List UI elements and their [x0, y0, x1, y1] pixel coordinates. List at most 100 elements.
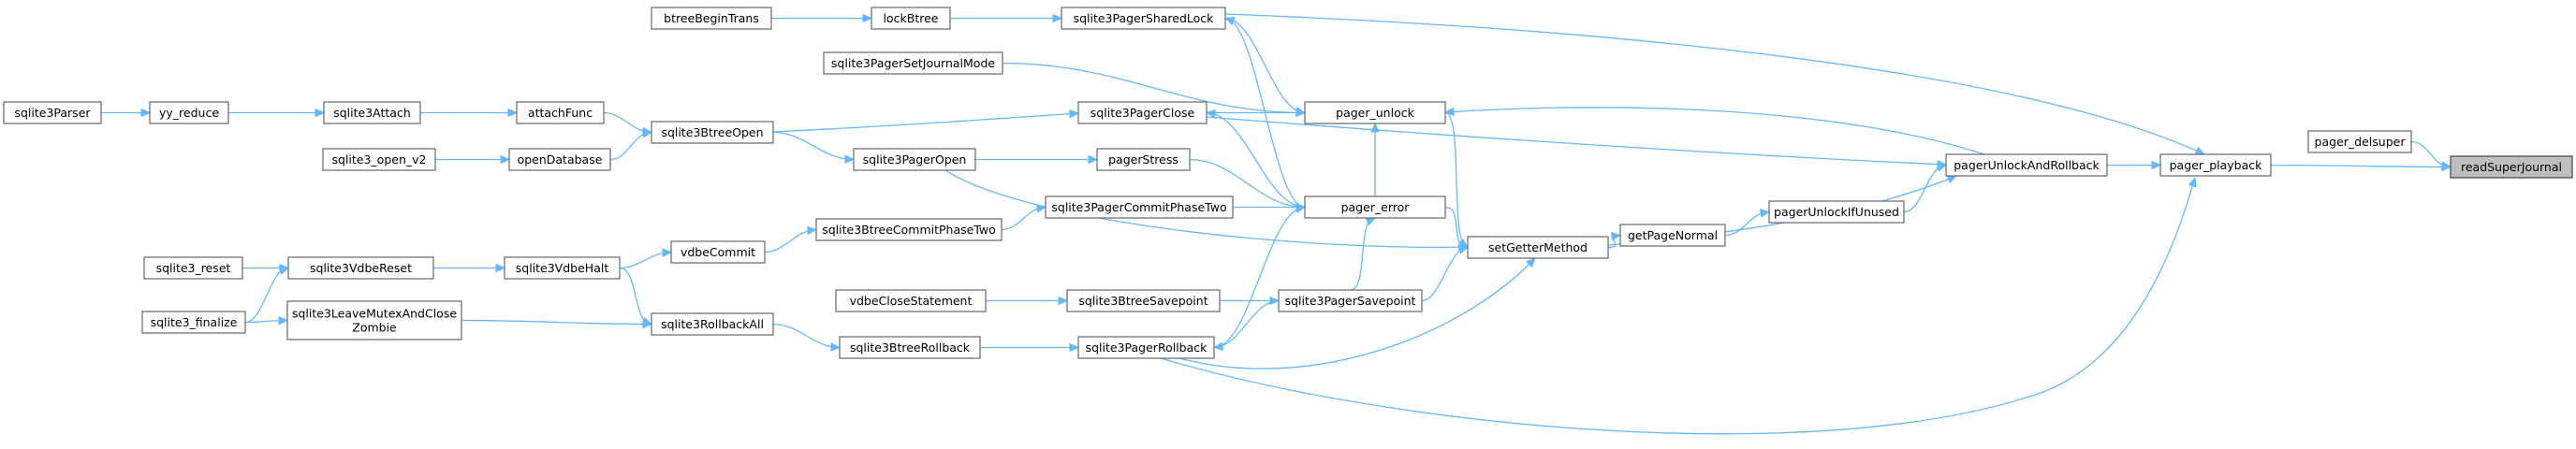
node-label: vdbeCommit — [681, 245, 755, 259]
node-sqlite3_open_v2[interactable]: sqlite3_open_v2 — [322, 148, 436, 171]
node-box — [2159, 153, 2272, 177]
edge-sqlite3LeaveMutexAndCloseZombie-to-sqlite3RollbackAll — [461, 319, 652, 326]
node-label: sqlite3BtreeRollback — [850, 340, 971, 355]
node-pager_unlock[interactable]: pager_unlock — [1304, 101, 1446, 124]
node-sqlite3PagerSavepoint[interactable]: sqlite3PagerSavepoint — [1278, 289, 1423, 312]
arrowhead — [315, 108, 326, 118]
node-sqlite3BtreeRollback[interactable]: sqlite3BtreeRollback — [839, 336, 981, 359]
arrowhead — [1611, 231, 1622, 241]
node-box — [286, 300, 462, 340]
node-sqlite3RollbackAll[interactable]: sqlite3RollbackAll — [651, 312, 774, 336]
node-pager_delsuper[interactable]: pager_delsuper — [2307, 130, 2412, 153]
node-lockBtree[interactable]: lockBtree — [871, 7, 951, 30]
node-vdbeCommit[interactable]: vdbeCommit — [670, 240, 766, 264]
node-box — [2307, 130, 2412, 153]
node-box — [1066, 289, 1221, 312]
arrowhead — [1370, 122, 1380, 133]
node-btreeBeginTrans[interactable]: btreeBeginTrans — [651, 7, 772, 30]
node-box — [823, 51, 1003, 75]
node-box — [322, 148, 436, 171]
edge-sqlite3PagerSavepoint-to-pager_error — [1350, 217, 1376, 291]
node-box — [516, 101, 605, 124]
node-readSuperJournal[interactable]: readSuperJournal — [2450, 155, 2573, 179]
node-box — [839, 336, 981, 359]
node-label: setGetterMethod — [1488, 240, 1588, 254]
node-box — [1619, 224, 1726, 247]
edge-sqlite3PagerRollback-to-pager_playback — [1160, 177, 2196, 435]
node-label: Zombie — [352, 321, 397, 335]
node-pagerStress[interactable]: pagerStress — [1096, 148, 1191, 171]
node-box — [1278, 289, 1423, 312]
node-sqlite3PagerSetJournalMode[interactable]: sqlite3PagerSetJournalMode — [823, 51, 1003, 75]
arrowhead — [1205, 109, 1216, 119]
node-box — [141, 311, 246, 334]
edge-sqlite3_finalize-to-sqlite3VdbeReset — [244, 267, 289, 324]
node-sqlite3PagerSharedLock[interactable]: sqlite3PagerSharedLock — [1061, 7, 1226, 30]
arrowhead — [2441, 162, 2452, 172]
node-pagerUnlockAndRollback[interactable]: pagerUnlockAndRollback — [1945, 153, 2108, 177]
edge-sqlite3RollbackAll-to-sqlite3BtreeRollback — [772, 323, 841, 349]
arrowhead — [1443, 107, 1455, 117]
node-sqlite3PagerClose[interactable]: sqlite3PagerClose — [1077, 101, 1208, 124]
edge-pager_error-to-sqlite3PagerSharedLock — [1224, 17, 1306, 209]
arrowhead — [807, 225, 818, 236]
node-label: sqlite3PagerOpen — [863, 152, 967, 167]
arrowhead — [1069, 342, 1080, 353]
edge-sqlite3PagerRollback-to-pager_error — [1213, 206, 1306, 349]
node-openDatabase[interactable]: openDatabase — [508, 148, 611, 171]
node-sqlite3Attach[interactable]: sqlite3Attach — [323, 101, 421, 124]
arrowhead — [1295, 204, 1307, 214]
node-sqlite3_reset[interactable]: sqlite3_reset — [143, 256, 243, 280]
node-box — [2450, 155, 2573, 179]
node-box — [323, 101, 421, 124]
node-label: openDatabase — [518, 152, 603, 167]
node-label: sqlite3BtreeOpen — [661, 125, 763, 139]
edge-sqlite3PagerSavepoint-to-sqlite3PagerRollback — [1213, 299, 1280, 349]
node-sqlite3VdbeHalt[interactable]: sqlite3VdbeHalt — [504, 256, 621, 280]
arrowhead — [2151, 160, 2162, 170]
node-sqlite3PagerRollback[interactable]: sqlite3PagerRollback — [1077, 336, 1215, 359]
node-label: getPageNormal — [1628, 228, 1718, 242]
node-box — [1077, 336, 1215, 359]
node-attachFunc[interactable]: attachFunc — [516, 101, 605, 124]
node-pager_playback[interactable]: pager_playback — [2159, 153, 2272, 177]
node-label: sqlite3Attach — [333, 106, 411, 120]
node-getPageNormal[interactable]: getPageNormal — [1619, 224, 1726, 247]
arrowhead — [642, 319, 653, 329]
node-setGetterMethod[interactable]: setGetterMethod — [1467, 236, 1609, 259]
node-label: pager_error — [1341, 200, 1411, 214]
node-box — [1096, 148, 1191, 171]
node-label: readSuperJournal — [2461, 160, 2562, 174]
node-vdbeCloseStatement[interactable]: vdbeCloseStatement — [835, 289, 987, 312]
node-sqlite3PagerOpen[interactable]: sqlite3PagerOpen — [853, 148, 976, 171]
node-label: sqlite3_open_v2 — [332, 152, 427, 167]
node-pager_error[interactable]: pager_error — [1304, 196, 1446, 219]
node-box — [670, 240, 766, 264]
node-box — [651, 121, 774, 144]
arrowhead — [1458, 242, 1470, 252]
node-sqlite3_finalize[interactable]: sqlite3_finalize — [141, 311, 246, 334]
node-box — [835, 289, 987, 312]
node-sqlite3VdbeReset[interactable]: sqlite3VdbeReset — [287, 256, 434, 280]
node-label: sqlite3PagerSetJournalMode — [831, 56, 995, 70]
arrowhead — [1525, 257, 1536, 268]
node-box — [508, 148, 611, 171]
node-box — [1045, 196, 1234, 219]
node-pagerUnlockIfUnused[interactable]: pagerUnlockIfUnused — [1768, 200, 1905, 224]
arrowhead — [1295, 108, 1307, 118]
node-box — [3, 101, 102, 124]
node-sqlite3BtreeSavepoint[interactable]: sqlite3BtreeSavepoint — [1066, 289, 1221, 312]
arrowhead — [1088, 154, 1099, 165]
node-sqlite3PagerCommitPhaseTwo[interactable]: sqlite3PagerCommitPhaseTwo — [1045, 196, 1234, 219]
node-box — [149, 101, 229, 124]
node-sqlite3BtreeOpen[interactable]: sqlite3BtreeOpen — [651, 121, 774, 144]
arrowhead — [1759, 209, 1771, 218]
node-sqlite3BtreeCommitPhaseTwo[interactable]: sqlite3BtreeCommitPhaseTwo — [815, 218, 1003, 241]
node-label: sqlite3LeaveMutexAndClose — [292, 307, 457, 321]
edge-sqlite3PagerOpen-to-setGetterMethod — [944, 169, 1469, 248]
node-sqlite3Parser[interactable]: sqlite3Parser — [3, 101, 102, 124]
arrowhead — [1058, 296, 1069, 306]
node-yy_reduce[interactable]: yy_reduce — [149, 101, 229, 124]
node-box — [287, 256, 434, 280]
